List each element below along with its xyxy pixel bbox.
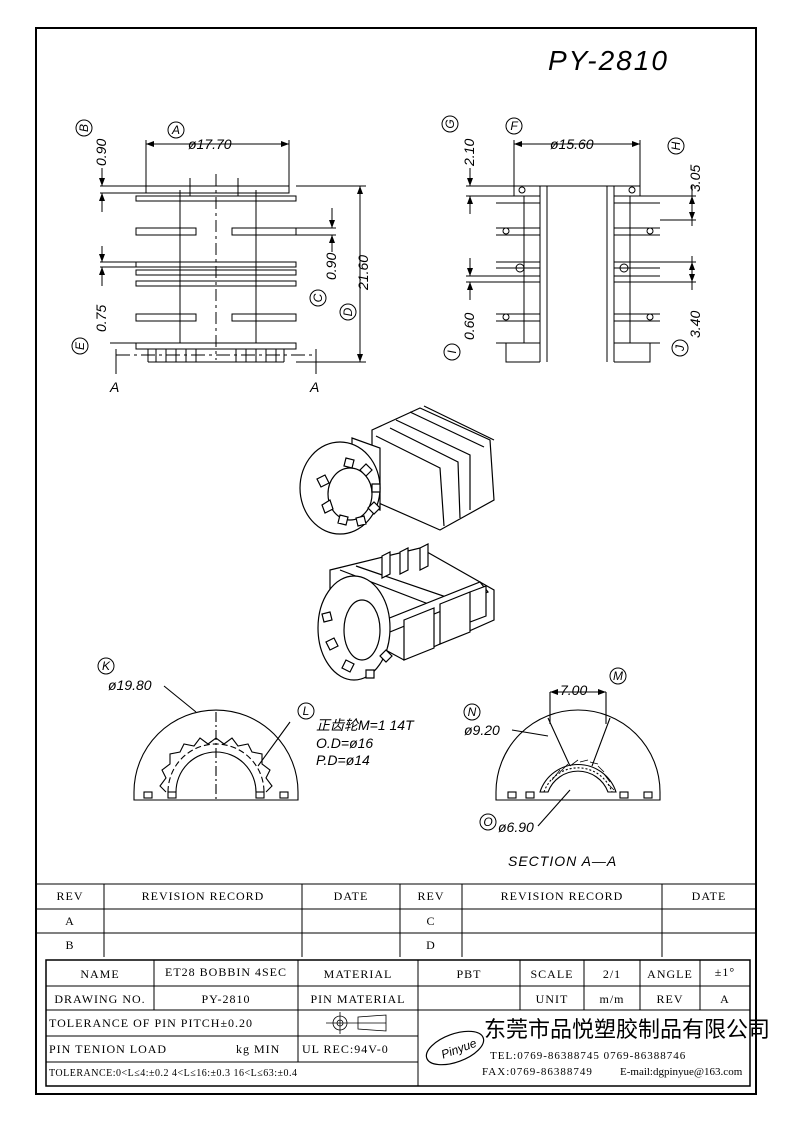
side-view [466, 140, 696, 363]
front-view-arrows [99, 141, 363, 362]
balloon-g: G [443, 119, 457, 128]
section-hatch [551, 759, 615, 791]
revision-table-grid [36, 883, 756, 1087]
end-view-gear [133, 685, 299, 801]
revision-record-header-1: REVISION RECORD [141, 889, 265, 903]
company-fax: FAX:0769-86388749 [482, 1066, 593, 1078]
balloon-k: K [102, 659, 111, 673]
dim-e-value: 0.75 [93, 305, 109, 332]
balloon-f: F [510, 119, 518, 133]
scale-label: SCALE [530, 967, 574, 981]
balloon-o: O [483, 815, 492, 829]
section-a-a [495, 691, 661, 827]
dim-b-value: 0.90 [93, 139, 109, 166]
balloon-c: C [311, 293, 325, 302]
rev-header-1: REV [56, 889, 84, 903]
cut-label-right: A [309, 379, 319, 395]
name-label: NAME [80, 967, 120, 981]
pin-tension-unit: kg MIN [236, 1042, 281, 1056]
balloon-i: I [445, 350, 459, 354]
drawing-no-label: DRAWING NO. [54, 992, 146, 1006]
scale-value: 2/1 [602, 967, 622, 981]
angle-value: ±1° [714, 965, 736, 979]
balloon-h: H [669, 141, 683, 150]
balloon-letters: A B C D E F G H I J K L M N O [73, 119, 687, 829]
dim-o-value: ø6.90 [498, 819, 534, 835]
outer-border [35, 27, 757, 1095]
front-view [100, 140, 366, 374]
angle-label: ANGLE [647, 967, 693, 981]
balloon-e: E [73, 341, 87, 350]
rev-label: REV [656, 992, 684, 1006]
company-name: 东莞市品悦塑胶制品有限公司 [484, 1018, 771, 1043]
dimension-values: ø17.70 0.90 0.90 21.60 0.75 ø15.60 2.10 … [93, 136, 703, 869]
balloon-l: L [303, 704, 310, 718]
rev-row-c: C [426, 914, 436, 928]
balloon-d: D [341, 307, 355, 316]
pin-material-label: PIN MATERIAL [310, 992, 406, 1006]
dim-m-value: 7.00 [560, 682, 587, 698]
drawing-no-value: PY-2810 [201, 992, 251, 1006]
rev-row-a: A [65, 914, 75, 928]
balloon-m: M [613, 669, 623, 683]
logo: Pinyue [425, 1030, 485, 1066]
balloons [71, 115, 689, 831]
isometric-bottom-half [317, 543, 495, 681]
ul-rating: UL REC:94V-0 [302, 1042, 389, 1056]
unit-label: UNIT [535, 992, 569, 1006]
dim-a-value: ø17.70 [188, 136, 232, 152]
side-view-arrows [467, 141, 695, 290]
dim-j-value: 3.40 [687, 311, 703, 338]
revision-record-header-2: REVISION RECORD [500, 889, 624, 903]
balloon-a: A [171, 123, 180, 137]
tolerance-ranges: TOLERANCE:0<L≤4:±0.2 4<L≤16:±0.3 16<L≤63… [49, 1068, 298, 1079]
unit-value: m/m [599, 992, 625, 1006]
gear-note-line1: 正齿轮M=1 14T [316, 717, 415, 733]
section-title: SECTION A—A [508, 853, 617, 869]
dim-g-value: 2.10 [461, 139, 477, 167]
balloon-n: N [468, 705, 477, 719]
company-email: E-mail:dgpinyue@163.com [620, 1066, 743, 1078]
balloon-j: J [673, 344, 687, 352]
dim-f-value: ø15.60 [550, 136, 594, 152]
gear-note-line2: O.D=ø16 [316, 735, 373, 751]
part-number-title: PY-2810 [548, 45, 669, 76]
rev-row-d: D [426, 938, 436, 952]
logo-text: Pinyue [439, 1036, 479, 1062]
gear-note-line3: P.D=ø14 [316, 752, 370, 768]
material-value: PBT [456, 967, 482, 981]
rev-header-2: REV [417, 889, 445, 903]
tolerance-pin-pitch: TOLERANCE OF PIN PITCH±0.20 [49, 1016, 254, 1030]
dim-n-value: ø9.20 [464, 722, 500, 738]
dim-k-value: ø19.80 [108, 677, 152, 693]
cut-label-left: A [109, 379, 119, 395]
rev-value: A [720, 992, 730, 1006]
material-label: MATERIAL [323, 967, 393, 981]
isometric-top-half [299, 405, 495, 535]
company-tel: TEL:0769-86388745 0769-86388746 [490, 1050, 687, 1062]
balloon-b: B [77, 124, 91, 132]
pin-pitch-symbol [326, 1012, 387, 1034]
pin-tension-label: PIN TENION LOAD [49, 1042, 168, 1056]
dim-d-value: 21.60 [355, 255, 371, 291]
dim-i-value: 0.60 [461, 313, 477, 340]
dim-c-value: 0.90 [323, 253, 339, 280]
section-arrows [550, 689, 606, 695]
date-header-1: DATE [333, 889, 369, 903]
date-header-2: DATE [691, 889, 727, 903]
dim-h-value: 3.05 [687, 165, 703, 192]
name-value: ET28 BOBBIN 4SEC [164, 965, 287, 979]
rev-row-b: B [65, 938, 75, 952]
